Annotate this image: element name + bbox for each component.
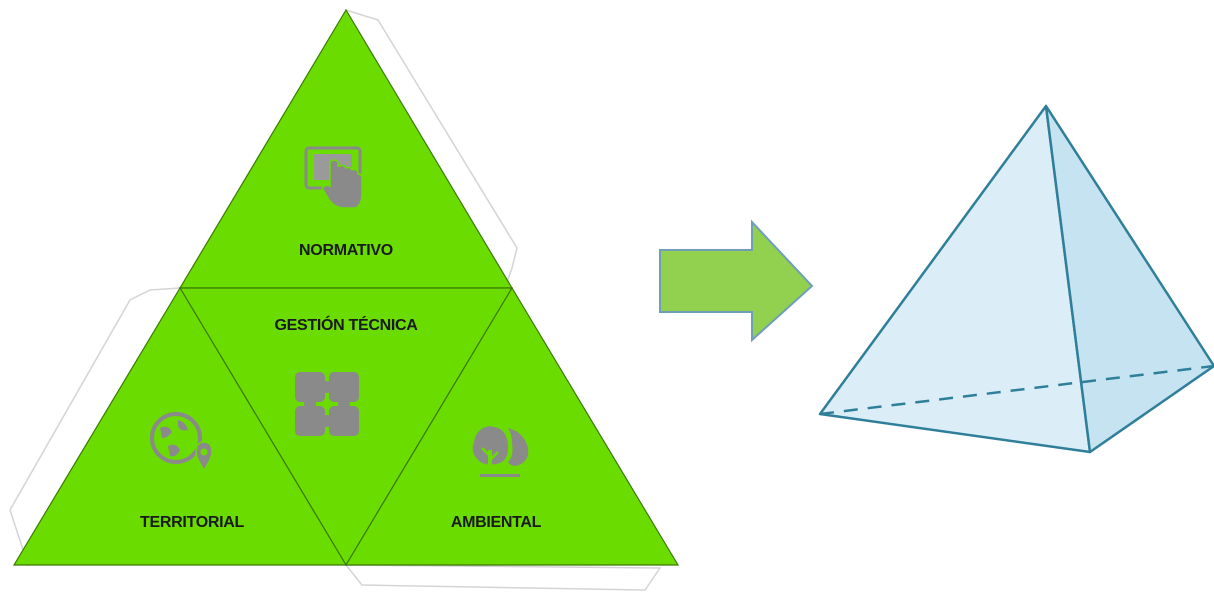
- label-normativo: NORMATIVO: [299, 242, 393, 259]
- tetrahedron-hidden-edge: [819, 364, 1214, 416]
- tetrahedron-shape: [818, 104, 1214, 454]
- tetrahedron-face-right: [1044, 104, 1214, 454]
- tetrahedron-face-left: [818, 104, 1092, 454]
- globe-location-icon: [150, 412, 213, 472]
- right-arrow-icon: [659, 219, 814, 343]
- label-gestion-tecnica: GESTIÓN TÉCNICA: [274, 315, 418, 334]
- fold-tab-bottom: [344, 564, 662, 591]
- trees-icon: [472, 426, 529, 477]
- net-faces: [12, 8, 680, 567]
- fold-tabs: [9, 8, 662, 591]
- hand-touch-screen-icon: [304, 146, 363, 209]
- label-ambiental: AMBIENTAL: [451, 514, 542, 531]
- face-right: [344, 286, 680, 566]
- label-territorial: TERRITORIAL: [140, 514, 244, 531]
- puzzle-icon: [295, 372, 359, 436]
